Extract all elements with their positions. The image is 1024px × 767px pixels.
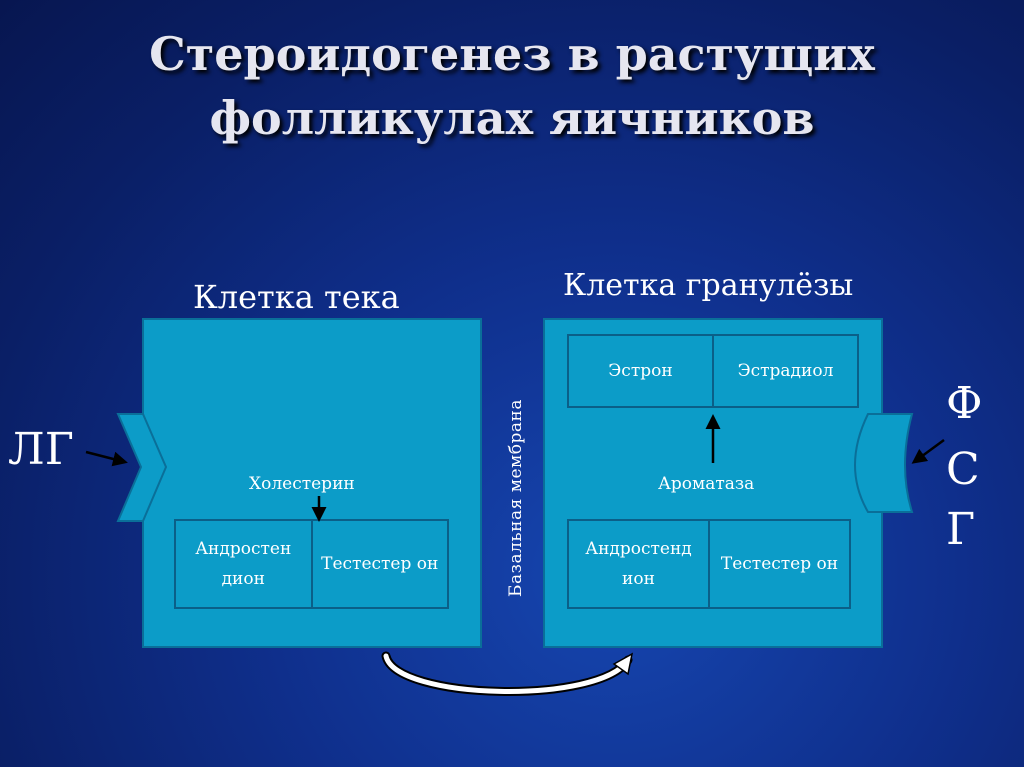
fsh-letter-g: Г [946, 504, 976, 555]
estrone: Эстрон [608, 361, 673, 381]
fsh-letter-f: Ф [946, 378, 983, 429]
lh-receptor-shape [116, 413, 168, 522]
estradiol: Эстрадиол [712, 336, 857, 406]
granulosa-androstenedione: Андростенд ион [585, 539, 692, 589]
granulosa-cell-label: Клетка гранулёзы [563, 268, 854, 303]
transfer-arrow [381, 651, 633, 696]
granulosa-testosterone: Тестестер он [708, 521, 849, 607]
slide-title: Стероидогенез в растущих фолликулах яичн… [0, 22, 1024, 150]
lh-label: ЛГ [8, 424, 74, 475]
title-line-1: Стероидогенез в растущих [149, 27, 875, 81]
title-line-2: фолликулах яичников [209, 91, 815, 145]
aromatase-label: Ароматаза [658, 474, 755, 494]
fsh-receptor-shape [854, 413, 914, 513]
transfer-arrow-head [612, 652, 634, 676]
granulosa-androgens-box: Андростенд ион Тестестер он [567, 519, 851, 609]
theca-androstenedione: Андростен дион [195, 539, 292, 589]
theca-testosterone: Тестестер он [310, 521, 448, 607]
fsh-letter-s: С [946, 444, 980, 495]
fsh-arrow [911, 438, 945, 464]
cholesterol-label: Холестерин [249, 474, 355, 494]
theca-cell-label: Клетка тека [193, 278, 400, 316]
lh-arrow [85, 450, 128, 467]
estrogens-box: Эстрон Эстрадиол [567, 334, 859, 408]
